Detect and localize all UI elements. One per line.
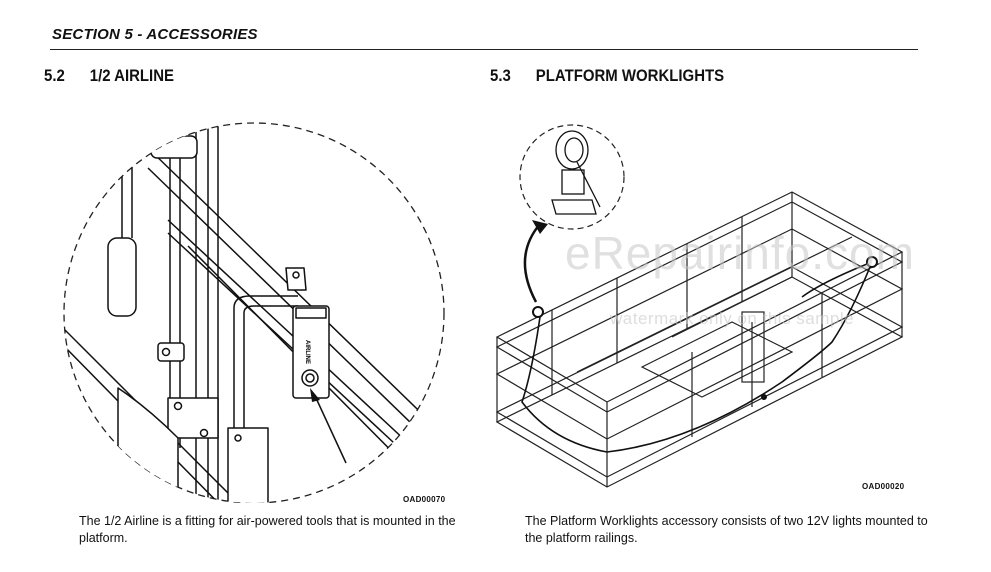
worklight-icon (532, 306, 544, 318)
pointer-arrow (315, 397, 347, 464)
wiring-harness (521, 260, 874, 453)
curved-arrow (523, 223, 541, 303)
detail-circle (519, 124, 625, 230)
arrow-head-icon (532, 220, 548, 234)
detail-circle (63, 122, 445, 503)
worklight-icon (866, 256, 878, 268)
subsection-title-worklights: 5.3 PLATFORM WORKLIGHTS (490, 66, 724, 86)
header-rule (50, 49, 918, 50)
subsection-title: PLATFORM WORKLIGHTS (535, 66, 725, 85)
subsection-number: 5.2 (44, 66, 65, 85)
subsection-title: 1/2 AIRLINE (89, 66, 175, 85)
figure-code-worklights: OAD00020 (862, 482, 905, 491)
subsection-title-airline: 5.2 1/2 AIRLINE (44, 66, 174, 86)
arrow-head-icon (310, 388, 320, 402)
worklights-figure (495, 124, 904, 488)
airline-figure: AIRLINE (63, 122, 445, 503)
section-header: SECTION 5 - ACCESSORIES (52, 26, 258, 43)
caption-airline: The 1/2 Airline is a fitting for air-pow… (79, 514, 456, 545)
figure-code-airline: OAD00070 (403, 495, 446, 504)
caption-worklights: The Platform Worklights accessory consis… (525, 514, 928, 545)
fitting-label: AIRLINE (304, 340, 310, 364)
subsection-number: 5.3 (490, 66, 511, 85)
wire-connector-icon (761, 394, 767, 400)
